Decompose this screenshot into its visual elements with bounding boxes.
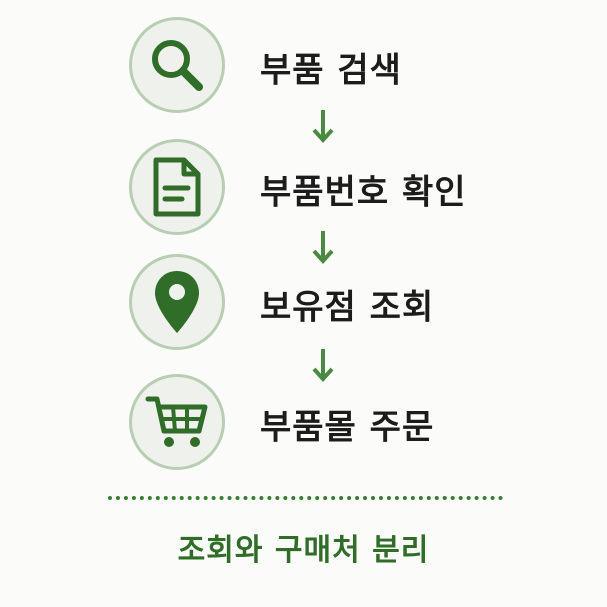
step-label: 보유점 조회 [260,287,435,328]
step-part-search: 부품 검색 [0,17,607,117]
step-icon-circle [129,17,225,113]
step-icon-circle [129,374,225,470]
step-store-lookup: 보유점 조회 [0,254,607,354]
step-icon-circle [129,139,225,235]
document-icon [153,157,201,217]
search-icon [152,40,203,91]
arrow-down-icon [312,349,334,382]
arrow-down-icon [312,231,334,264]
shopping-cart-icon [145,396,208,447]
step-parts-mall-order: 부품몰 주문 [0,374,607,474]
step-label: 부품 검색 [260,50,402,91]
divider [108,496,503,500]
step-label: 부품번호 확인 [260,172,467,213]
step-label: 부품몰 주문 [260,407,435,448]
arrow-down-icon [312,110,334,143]
step-icon-circle [129,254,225,350]
location-pin-icon [155,271,199,333]
footer-caption: 조회와 구매처 분리 [177,533,430,568]
step-part-number-check: 부품번호 확인 [0,139,607,239]
